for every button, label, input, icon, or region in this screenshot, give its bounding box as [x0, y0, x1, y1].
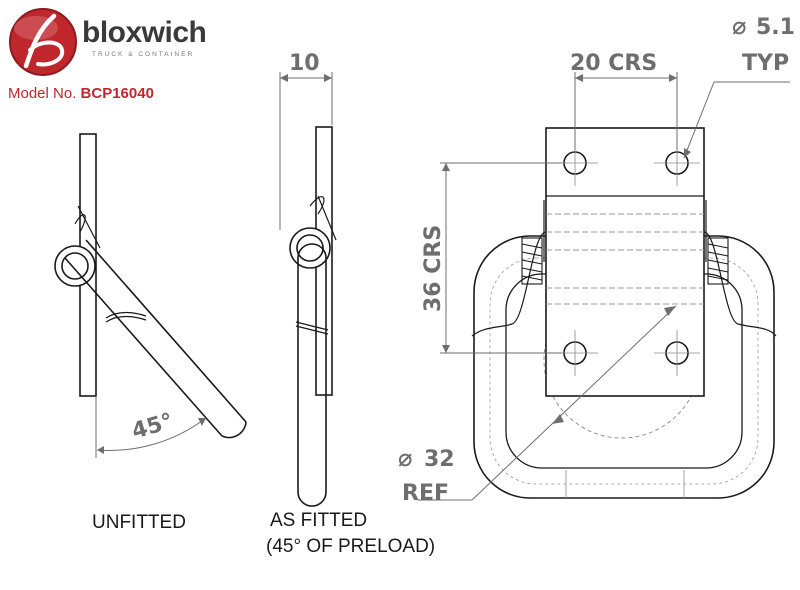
right-spring-coil-icon [707, 237, 729, 285]
front-view [471, 127, 777, 499]
hole-diameter-label: 5.1 [756, 15, 795, 40]
model-number: Model No. BCP16040 [8, 85, 154, 102]
ring-diameter-symbol-icon: ⌀ [398, 444, 412, 472]
vertical-spacing-label: 36 CRS [421, 225, 446, 312]
angle-dimension [95, 396, 207, 458]
ring-note-label: REF [402, 481, 449, 506]
model-code: BCP16040 [80, 85, 154, 102]
hole-note-label: TYP [742, 51, 789, 76]
thickness-dimension [279, 72, 333, 230]
unfitted-view [54, 133, 247, 439]
thickness-label: 10 [289, 51, 320, 76]
brand-tagline: TRUCK & CONTAINER [92, 51, 195, 58]
caption-as-fitted: AS FITTED [270, 510, 368, 531]
vertical-spacing-dimension [440, 162, 562, 354]
model-label: Model No. [8, 85, 77, 102]
diameter-symbol-icon: ⌀ [732, 12, 746, 40]
ring-diameter-leader [418, 305, 677, 501]
caption-preload: (45° OF PRELOAD) [266, 536, 436, 557]
left-spring-coil-icon [521, 237, 543, 285]
horizontal-spacing-dimension [574, 72, 678, 150]
caption-unfitted: UNFITTED [92, 512, 186, 533]
ring-diameter-label: 32 [424, 447, 455, 472]
bloxwich-logo-icon [9, 8, 77, 76]
horizontal-spacing-label: 20 CRS [570, 51, 657, 76]
as-fitted-view [289, 126, 337, 507]
hole-diameter-leader [683, 81, 790, 159]
brand-name: bloxwich [82, 16, 207, 49]
